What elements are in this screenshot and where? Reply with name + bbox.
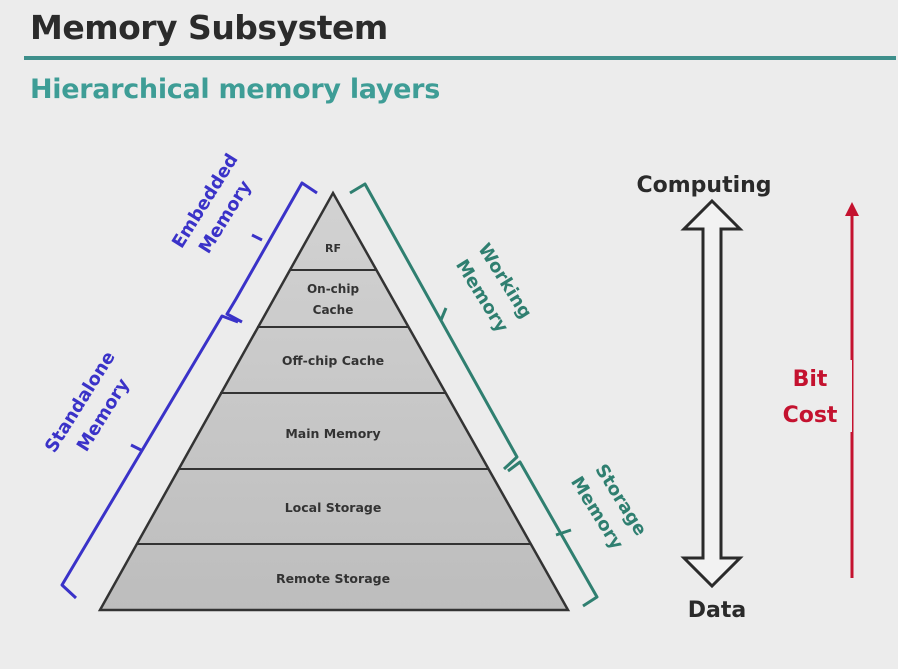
embedded-memory-bracket xyxy=(225,181,318,324)
computing-data-double-arrow xyxy=(680,198,744,589)
bit-cost-label-backdrop xyxy=(786,360,852,432)
layer-rf-label: RF xyxy=(325,242,341,255)
layer-offchip-cache-label: Off-chip Cache xyxy=(282,353,384,368)
layer-onchip-label-line2: Cache xyxy=(313,303,354,317)
layer-main-memory-label: Main Memory xyxy=(285,426,380,441)
data-label: Data xyxy=(688,598,746,623)
slide-title: Memory Subsystem xyxy=(30,8,388,47)
standalone-memory-bracket xyxy=(60,314,239,600)
bit-cost-label-line2: Cost xyxy=(783,403,838,428)
bit-cost-label-line1: Bit xyxy=(793,367,828,392)
layer-remote-storage-label: Remote Storage xyxy=(276,571,390,586)
slide-subtitle: Hierarchical memory layers xyxy=(30,74,440,105)
pyramid-body xyxy=(97,190,571,612)
storage-memory-bracket xyxy=(507,460,599,608)
title-divider xyxy=(24,56,896,60)
bit-cost-arrow-head xyxy=(845,202,859,216)
layer-local-storage-label: Local Storage xyxy=(285,500,382,515)
working-memory-bracket xyxy=(349,182,519,471)
computing-label: Computing xyxy=(636,173,771,198)
layer-onchip-label-line1: On-chip xyxy=(307,282,359,296)
pyramid-layer-dividers xyxy=(136,269,530,545)
